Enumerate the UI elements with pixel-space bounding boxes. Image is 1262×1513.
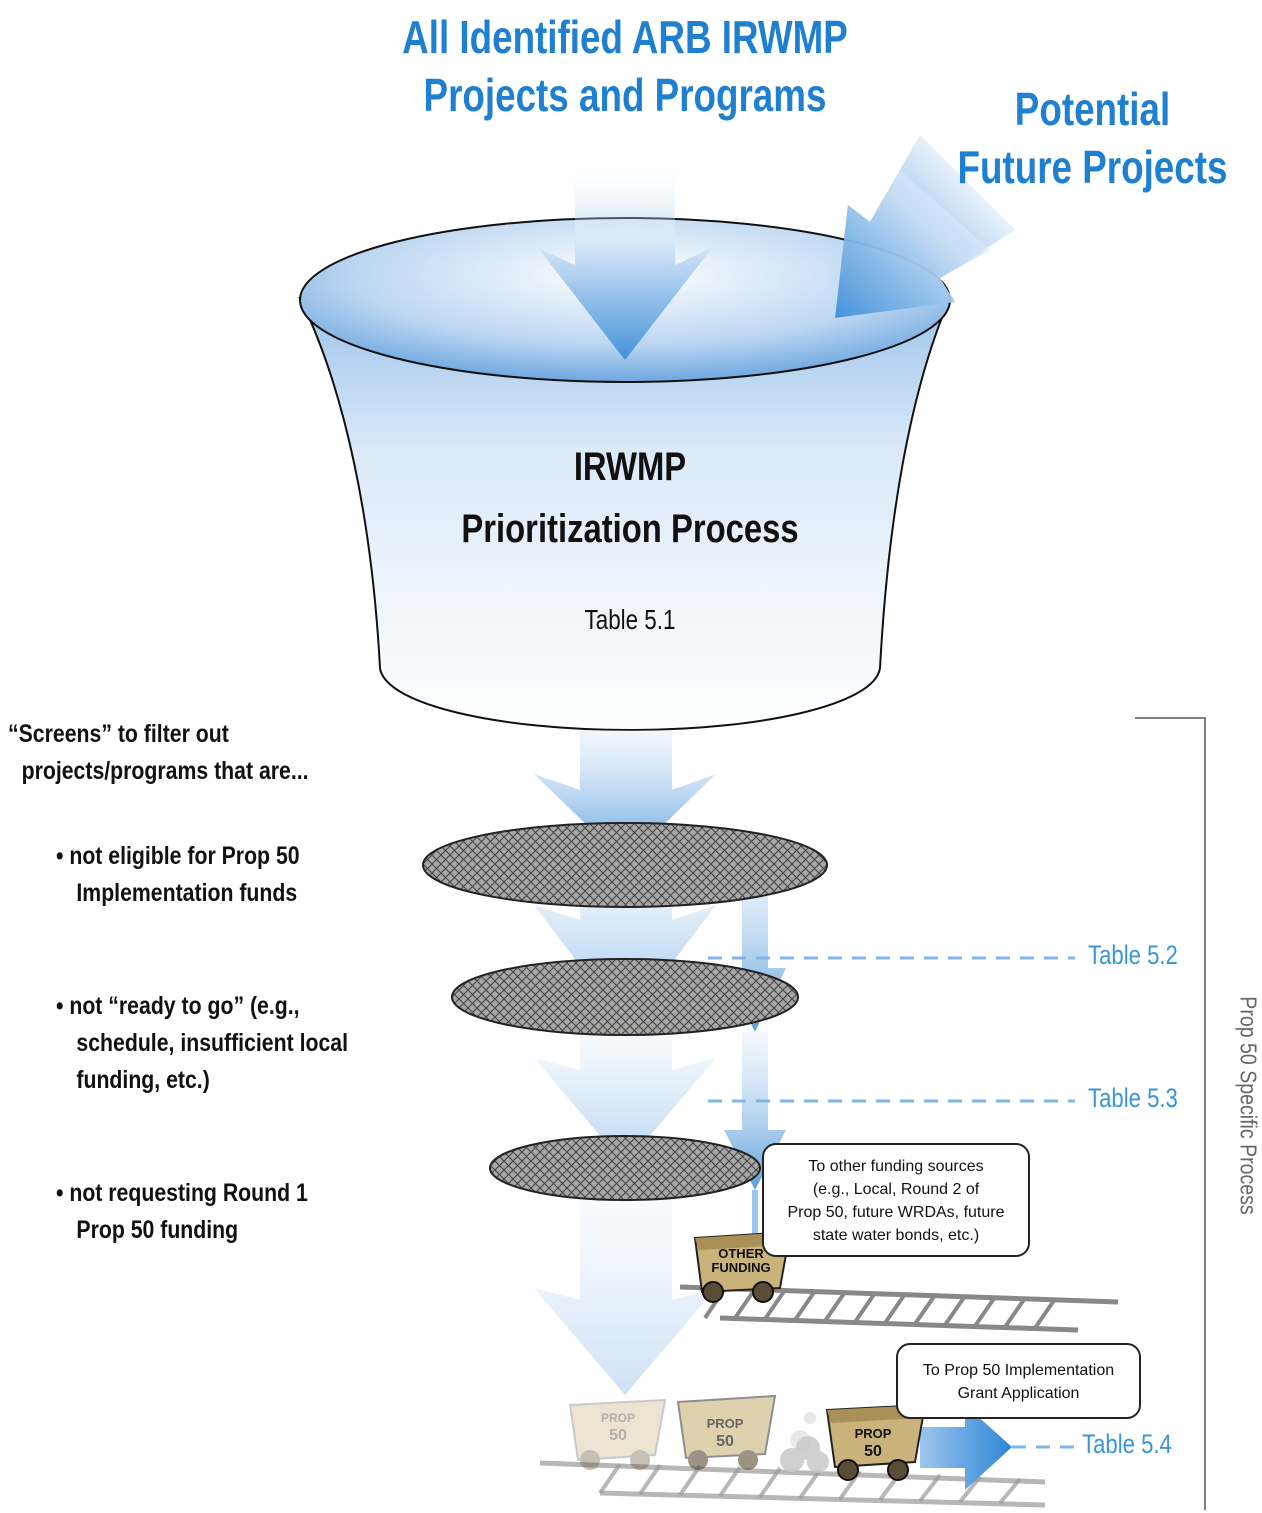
screens-intro-line-1: “Screens” to filter out (8, 720, 229, 748)
funnel-table-ref: Table 5.1 (584, 604, 676, 635)
inflow-future-heading: Potential Future Projects (939, 80, 1247, 196)
ghost-cart-1-label-1: PROP (601, 1411, 635, 1425)
prop50-direction-arrow (920, 1405, 1012, 1490)
ghost-cart-2-label-1: PROP (707, 1416, 744, 1431)
screen-criterion-1-line-2: Implementation funds (76, 879, 298, 907)
other-funding-cart-label-1: OTHER (718, 1246, 764, 1261)
inflow-future-heading-line-1: Potential (1014, 83, 1171, 135)
table-5-3-label: Table 5.3 (1088, 1083, 1178, 1113)
screens-intro: “Screens” to filter out projects/program… (8, 716, 309, 790)
inflow-future-heading-line-2: Future Projects (957, 141, 1228, 193)
screens-intro-line-2: projects/programs that are... (21, 757, 309, 785)
screen-criterion-2-line-1: • not “ready to go” (e.g., (56, 992, 300, 1020)
funnel-body (298, 297, 952, 732)
screen-2 (451, 958, 799, 1036)
screen-criterion-3: • not requesting Round 1 Prop 50 funding (56, 1175, 308, 1249)
prop50-cart-ghost-1 (568, 1398, 667, 1470)
screen-1 (422, 822, 828, 908)
screen-criterion-3-line-2: Prop 50 funding (76, 1216, 239, 1244)
table-5-4-label: Table 5.4 (1082, 1429, 1172, 1459)
prop50-cart-ghost-2 (676, 1394, 816, 1470)
other-funding-note: To other funding sources (e.g., Local, R… (762, 1143, 1030, 1257)
screen-criterion-3-line-1: • not requesting Round 1 (56, 1179, 308, 1207)
flow-arrow-4 (534, 1165, 716, 1395)
rail-track-upper (679, 1284, 1119, 1333)
screen-criterion-1-line-1: • not eligible for Prop 50 (56, 842, 300, 870)
flow-arrow-3 (534, 1025, 716, 1165)
inflow-main-heading: All Identified ARB IRWMP Projects and Pr… (385, 8, 865, 124)
ghost-cart-1-label-2: 50 (609, 1427, 627, 1444)
funnel-title-line-1: IRWMP (573, 445, 687, 489)
prop50-note-line-2: Grant Application (957, 1385, 1080, 1402)
other-funding-note-line-3: Prop 50, future WRDAs, future (787, 1204, 1005, 1221)
screen-3 (489, 1135, 761, 1201)
funnel-title: IRWMP Prioritization Process (425, 436, 835, 560)
screen-criterion-2-line-2: schedule, insufficient local (76, 1029, 349, 1057)
process-bracket (1135, 717, 1206, 1510)
flow-arrow-1 (534, 730, 716, 862)
table-5-2-label: Table 5.2 (1088, 940, 1178, 970)
prop50-process-label: Prop 50 Specific Process (1235, 996, 1262, 1215)
ghost-cart-2-label-2: 50 (716, 1433, 734, 1450)
other-funding-cart-label-2: FUNDING (711, 1260, 770, 1275)
screen-criterion-2-line-3: funding, etc.) (76, 1066, 210, 1094)
prop50-cart-label-1: PROP (855, 1426, 892, 1441)
prop50-cart-label-2: 50 (864, 1443, 882, 1460)
other-funding-note-line-1: To other funding sources (808, 1158, 984, 1175)
funnel-title-line-2: Prioritization Process (461, 507, 799, 551)
other-funding-note-line-4: state water bonds, etc.) (812, 1227, 980, 1244)
cart-smoke (780, 1436, 829, 1473)
inflow-main-heading-line-2: Projects and Programs (423, 69, 827, 121)
rail-track-lower (539, 1460, 1046, 1508)
prop50-note: To Prop 50 Implementation Grant Applicat… (896, 1343, 1141, 1419)
prop50-cart (825, 1403, 927, 1481)
screen-criterion-2: • not “ready to go” (e.g., schedule, ins… (56, 988, 348, 1099)
inflow-main-heading-line-1: All Identified ARB IRWMP (402, 11, 848, 63)
screen-criterion-1: • not eligible for Prop 50 Implementatio… (56, 838, 300, 912)
other-funding-note-line-2: (e.g., Local, Round 2 of (812, 1181, 980, 1198)
prop50-note-line-1: To Prop 50 Implementation (922, 1362, 1115, 1379)
